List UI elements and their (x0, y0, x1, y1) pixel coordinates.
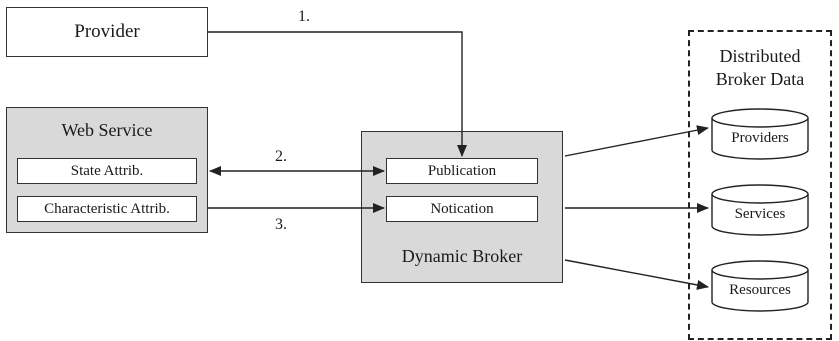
arrow-broker-to-providers (564, 125, 709, 157)
state-attrib-label: State Attrib. (70, 162, 144, 179)
services-store-icon (711, 184, 809, 236)
dynamic-broker-box: Publication Notication Dynamic Broker (361, 131, 563, 283)
step-1-label: 1. (298, 8, 310, 25)
publication-label: Publication (427, 162, 497, 179)
notication-label: Notication (430, 200, 494, 217)
web-service-title: Web Service (61, 120, 153, 140)
web-service-box: Web Service State Attrib. Characteristic… (6, 107, 208, 233)
distributed-title-line2: Broker Data (715, 69, 805, 89)
distributed-title-line1: Distributed (719, 46, 801, 66)
dynamic-broker-title: Dynamic Broker (401, 246, 523, 266)
publication-box: Publication (386, 158, 538, 184)
provider-label: Provider (74, 21, 140, 42)
providers-store-label: Providers (731, 130, 789, 146)
notication-box: Notication (386, 196, 538, 222)
state-attrib-box: State Attrib. (17, 158, 197, 184)
arrow-broker-to-resources (564, 259, 709, 290)
providers-store-icon (711, 108, 809, 160)
step-2-label: 2. (275, 148, 287, 165)
resources-store-label: Resources (729, 282, 791, 298)
characteristic-attrib-box: Characteristic Attrib. (17, 196, 197, 222)
step-3-label: 3. (275, 216, 287, 233)
resources-store-icon (711, 260, 809, 312)
services-store-label: Services (734, 206, 786, 222)
characteristic-attrib-label: Characteristic Attrib. (44, 200, 170, 217)
provider-box: Provider (6, 7, 208, 57)
arrow-provider-to-publication (208, 31, 467, 157)
